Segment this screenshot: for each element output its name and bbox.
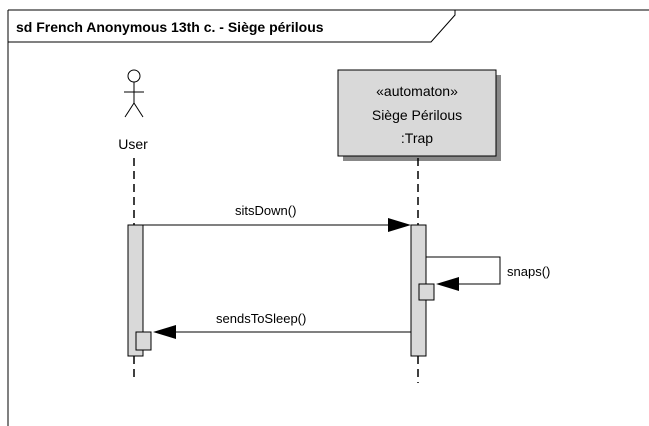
user-activation-bar — [127, 224, 144, 357]
stick-figure-icon — [124, 69, 144, 118]
trap-stereotype: «automaton» — [376, 83, 458, 99]
user-actor: User — [118, 69, 148, 152]
message-sits-down-label: sitsDown() — [235, 203, 296, 218]
frame-title-tab — [8, 10, 456, 43]
diagram-frame: sd French Anonymous 13th c. - Siège péri… — [7, 9, 649, 426]
arrowhead-icon — [388, 218, 411, 232]
trap-lifeline-head: «automaton» Siège Périlous :Trap — [337, 69, 501, 161]
trap-nested-activation — [418, 283, 435, 301]
trap-name: Siège Périlous — [372, 107, 462, 123]
message-sends-to-sleep: sendsToSleep() — [153, 311, 411, 339]
user-actor-label: User — [118, 136, 148, 152]
user-nested-activation — [135, 331, 152, 351]
message-sits-down: sitsDown() — [143, 203, 411, 232]
frame-title: sd French Anonymous 13th c. - Siège péri… — [16, 19, 324, 35]
message-snaps-label: snaps() — [507, 264, 550, 279]
message-sends-to-sleep-label: sendsToSleep() — [216, 311, 306, 326]
trap-type: :Trap — [401, 130, 433, 146]
arrowhead-icon — [153, 325, 176, 339]
arrowhead-icon — [436, 277, 459, 291]
message-snaps: snaps() — [426, 256, 550, 291]
